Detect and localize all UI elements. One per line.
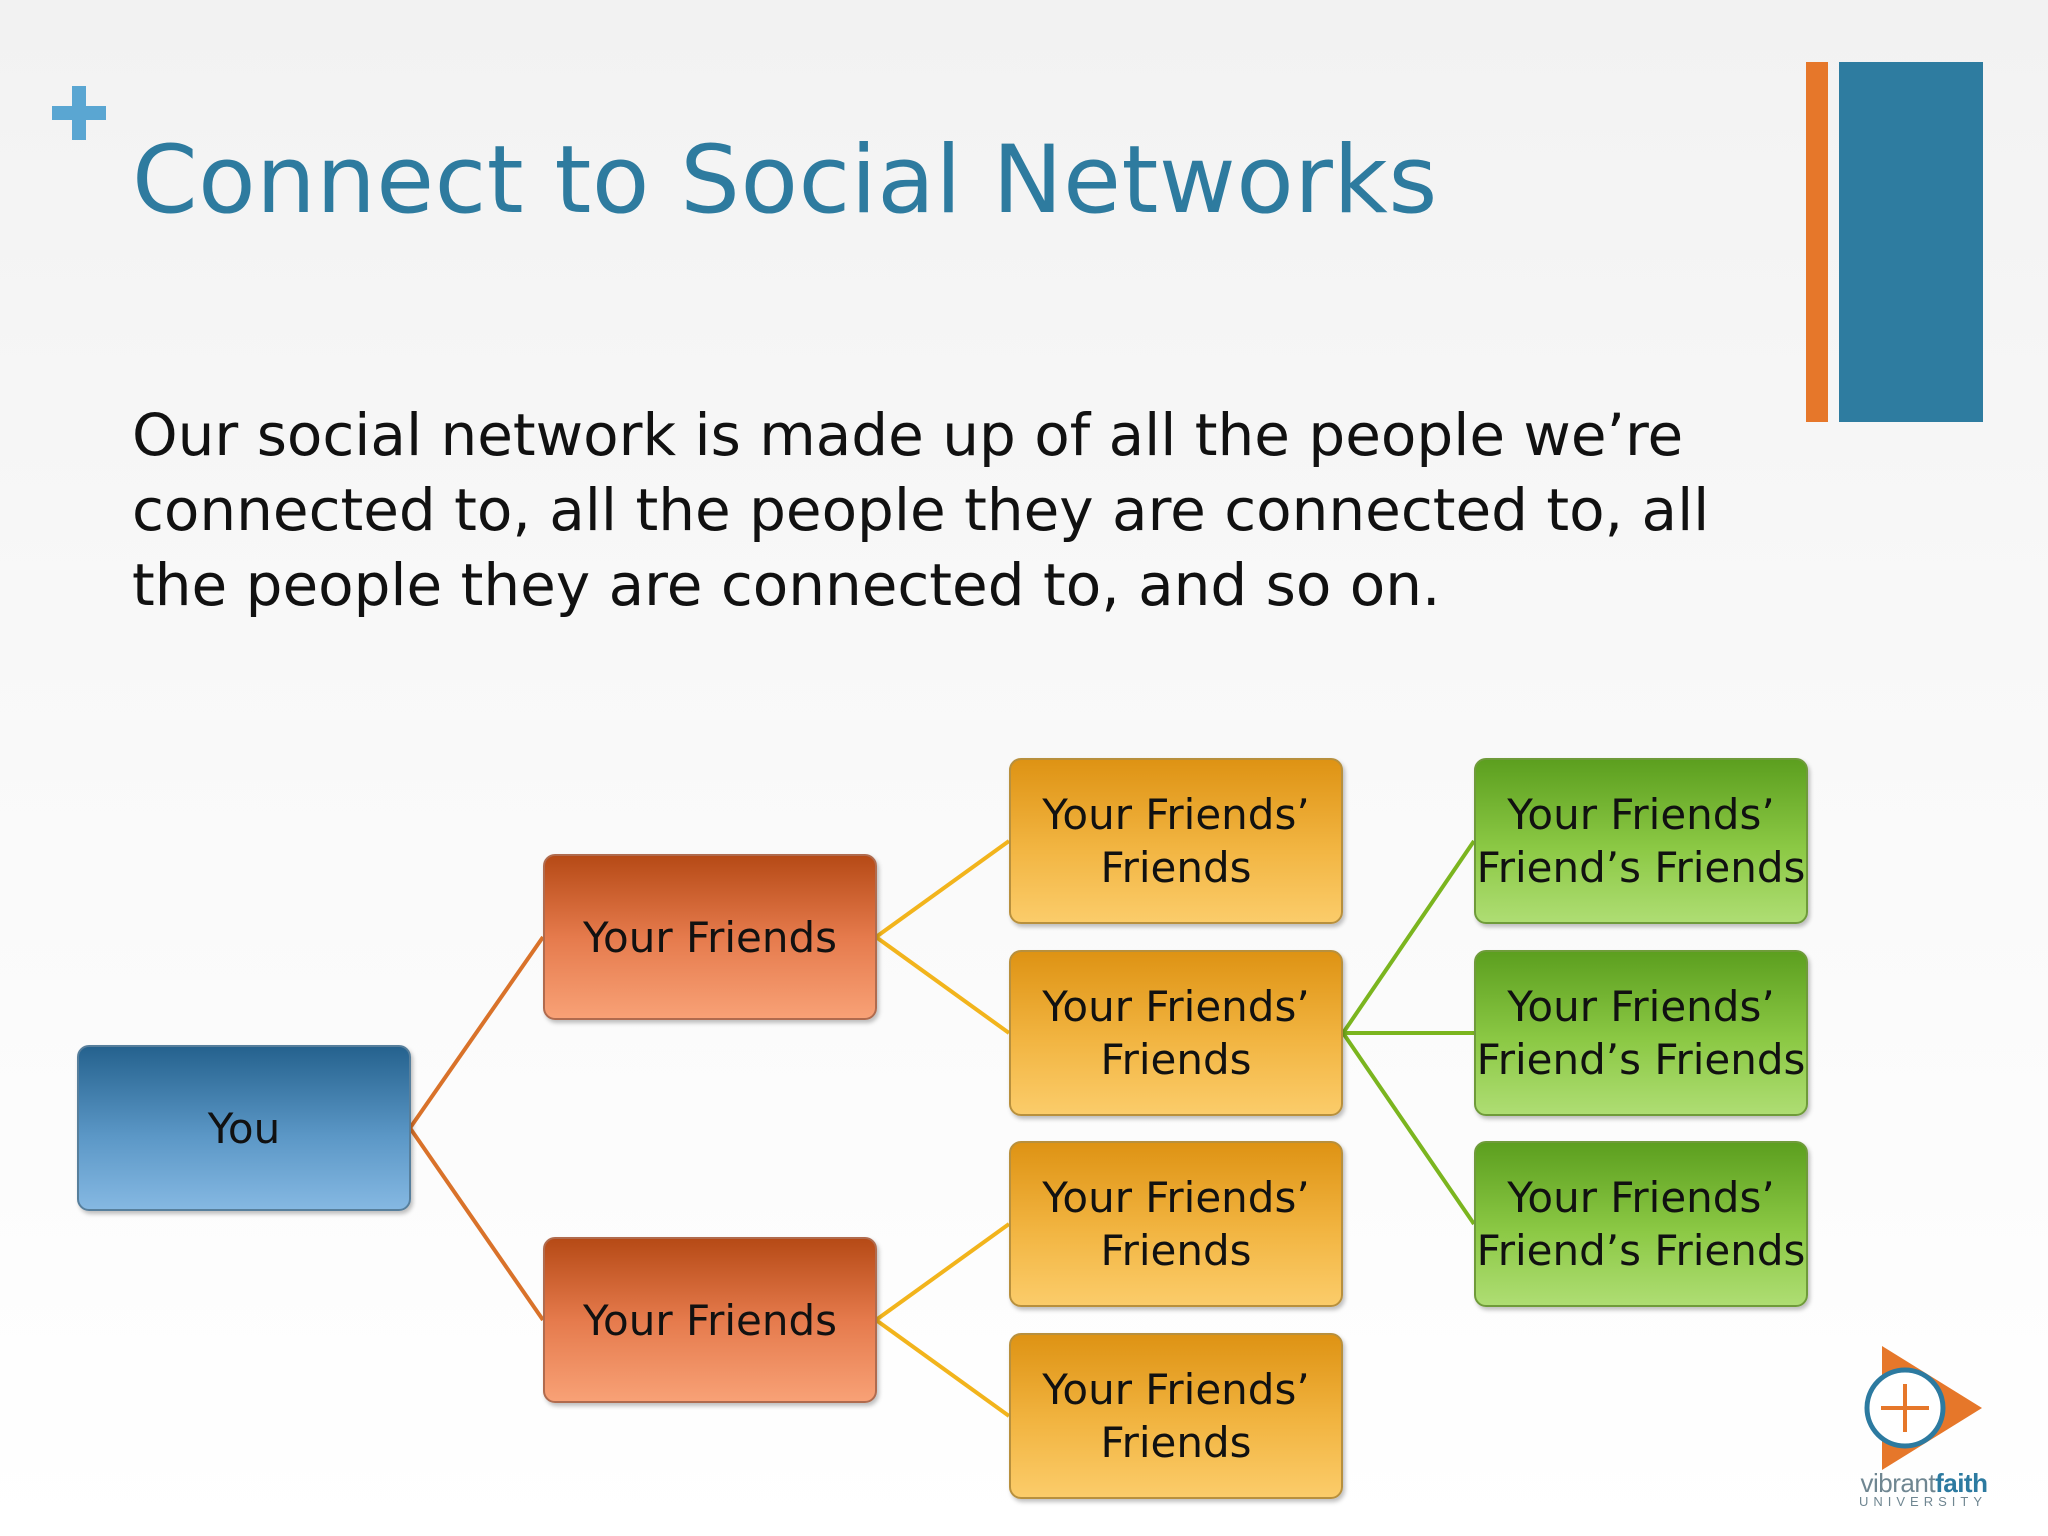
node-third-degree: Your Friends’ Friend’s Friends [1474, 1141, 1808, 1307]
link-you-friends-2 [408, 1126, 545, 1322]
node-label: You [207, 1103, 281, 1153]
node-label: Your Friends’ Friends [1042, 1173, 1310, 1275]
node-third-degree: Your Friends’ Friend’s Friends [1474, 950, 1808, 1116]
node-friends: Your Friends [543, 1237, 877, 1403]
node-friends: Your Friends [543, 854, 877, 1020]
node-friends-of-friends: Your Friends’ Friends [1009, 950, 1343, 1116]
vibrant-faith-logo-icon [1864, 1346, 1982, 1470]
accent-bar-orange [1806, 62, 1828, 422]
logo-subtitle: UNIVERSITY [1858, 1494, 1987, 1509]
logo-wordmark: vibrantfaith [1860, 1468, 1988, 1498]
node-label: Your Friends’ Friends [1042, 790, 1310, 892]
node-label: Your Friends’ Friend’s Friends [1476, 1173, 1806, 1275]
link-ff2-fff1 [1341, 839, 1476, 1035]
node-label: Your Friends’ Friend’s Friends [1476, 982, 1806, 1084]
node-label: Your Friends’ Friends [1042, 982, 1310, 1084]
link-friends2-ff3 [874, 1222, 1011, 1322]
node-friends-of-friends: Your Friends’ Friends [1009, 1141, 1343, 1307]
link-ff2-fff3 [1341, 1031, 1476, 1226]
node-label: Your Friends [582, 1295, 838, 1345]
node-label: Your Friends [582, 912, 838, 962]
node-label: Your Friends’ Friends [1042, 1365, 1310, 1467]
link-you-friends-1 [408, 935, 545, 1130]
link-friends1-ff2 [874, 935, 1011, 1035]
slide-title: Connect to Social Networks [132, 126, 1438, 235]
link-friends2-ff4 [874, 1318, 1011, 1418]
node-you: You [77, 1045, 411, 1211]
plus-icon [52, 86, 106, 140]
node-friends-of-friends: Your Friends’ Friends [1009, 1333, 1343, 1499]
node-label: Your Friends’ Friend’s Friends [1476, 790, 1806, 892]
node-friends-of-friends: Your Friends’ Friends [1009, 758, 1343, 924]
link-friends1-ff1 [874, 839, 1011, 939]
node-third-degree: Your Friends’ Friend’s Friends [1474, 758, 1808, 924]
accent-bar-blue [1839, 62, 1983, 422]
body-paragraph: Our social network is made up of all the… [132, 401, 1710, 619]
